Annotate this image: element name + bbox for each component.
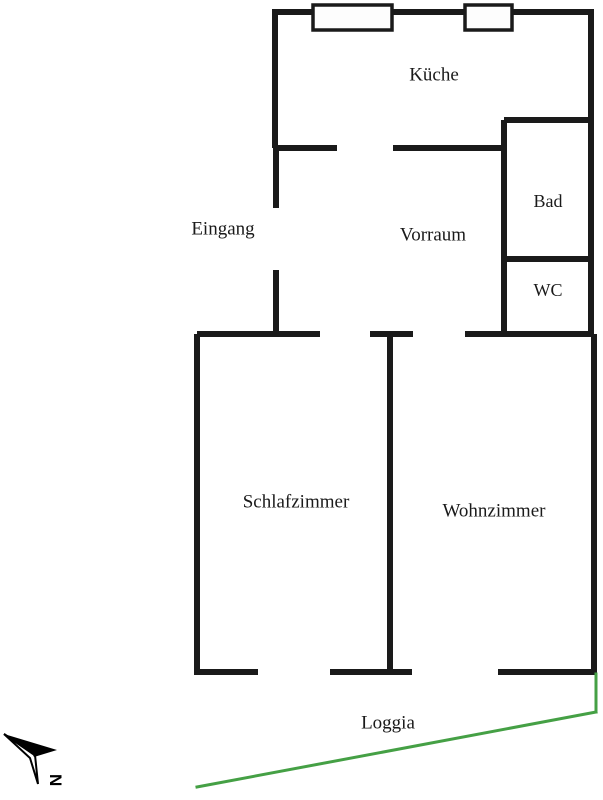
window-kitchen-right bbox=[463, 3, 514, 32]
room-label-bad: Bad bbox=[534, 191, 563, 211]
window-kitchen-left bbox=[311, 3, 394, 32]
room-label-wohnzimmer: Wohnzimmer bbox=[443, 500, 547, 521]
wall-group-exterior-sides bbox=[272, 12, 594, 334]
boundary-line-diagonal bbox=[195, 710, 598, 789]
room-label-kueche: Küche bbox=[409, 64, 459, 85]
loggia-boundary-group bbox=[195, 672, 598, 789]
room-label-loggia: Loggia bbox=[361, 712, 415, 733]
north-arrow-spine bbox=[3, 733, 37, 757]
room-label-eingang: Eingang bbox=[191, 218, 255, 239]
north-arrow-filled-wing bbox=[4, 734, 57, 757]
compass-north-letter: N bbox=[46, 774, 65, 786]
room-label-wc: WC bbox=[534, 280, 563, 300]
room-label-vorraum: Vorraum bbox=[400, 224, 466, 245]
compass-rose: N bbox=[3, 733, 65, 786]
wall-group-bad-wc bbox=[501, 117, 594, 334]
room-label-schlafzimmer: Schlafzimmer bbox=[243, 491, 350, 512]
wall-group-lower-sides bbox=[194, 334, 597, 675]
window-group bbox=[311, 3, 514, 32]
room-label-group: Küche Bad WC Eingang Vorraum Schlafzimme… bbox=[191, 64, 562, 733]
